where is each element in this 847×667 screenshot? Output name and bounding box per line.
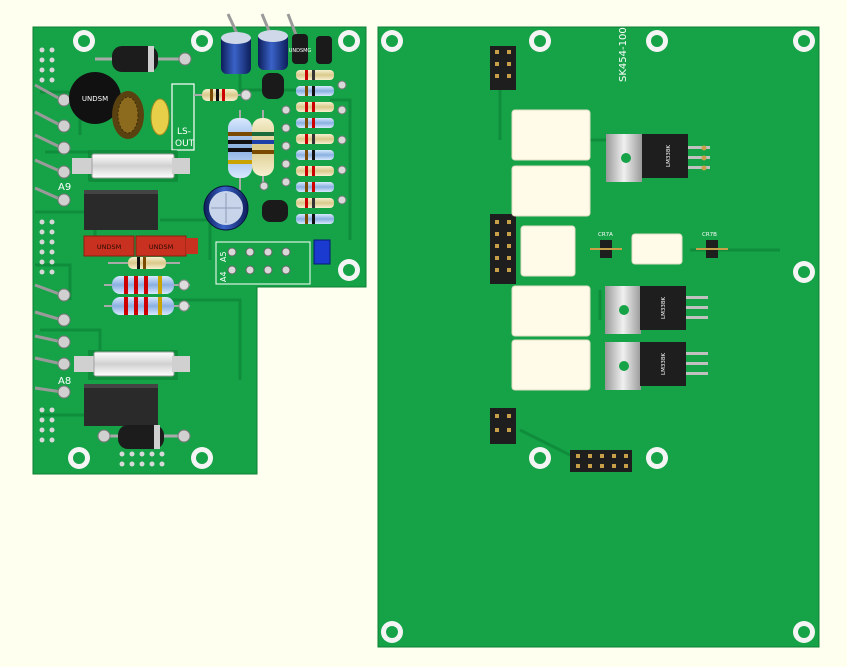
edge-pad-column-top (39, 47, 55, 83)
mounting-hole (381, 621, 403, 643)
relay-k1 (84, 190, 158, 230)
capacitor-c1 (221, 13, 251, 74)
right-board: SK454-100 (377, 26, 820, 648)
a9-label: A9 (58, 182, 71, 193)
ls-out-label-1: LS- (177, 127, 191, 137)
mounting-hole (191, 447, 213, 469)
wire-pin (34, 83, 71, 107)
left-board: UNDSM LS- OUT (32, 13, 367, 475)
resistor-power-1 (228, 110, 252, 190)
transistor-q1 (262, 73, 284, 99)
cr7a-label: CR7A (598, 232, 613, 238)
resistor-r1 (194, 89, 252, 101)
wire-pin (34, 283, 71, 302)
resistor-r2 (108, 257, 180, 269)
pin-header-middle (490, 214, 516, 284)
pin-header-lower (490, 408, 516, 444)
ic3-label: LM338K (661, 353, 667, 375)
trimmer-blue (313, 239, 331, 265)
fuse-f2: A8 (58, 350, 190, 387)
mounting-hole (529, 30, 551, 52)
edge-pad-column-middle (39, 219, 55, 275)
voltage-regulator-3: LM338K (605, 342, 708, 390)
mounting-hole (68, 447, 90, 469)
a4-label: A4 (219, 271, 228, 282)
resistor-power-2 (252, 110, 274, 190)
pad-group-mid (259, 80, 347, 205)
voltage-regulator-1: LM338K (606, 134, 710, 182)
wire-pin (34, 356, 71, 371)
edge-pad-column-bottom (39, 407, 55, 443)
resistor-r3 (104, 276, 190, 294)
thermal-pad (511, 285, 591, 337)
wire-pin (34, 310, 71, 327)
pin-header-bottom (119, 451, 165, 467)
mounting-hole (73, 30, 95, 52)
resistor-bank (296, 70, 334, 224)
pin-header-top (490, 46, 516, 90)
mounting-hole (646, 30, 668, 52)
mounting-hole (338, 30, 360, 52)
wire-pin (34, 110, 71, 133)
diode-bottom (97, 425, 191, 449)
capacitor-c4 (316, 36, 332, 64)
pin-header-bottom-horizontal (570, 450, 632, 472)
relay-k2 (84, 384, 158, 426)
diode-top (95, 46, 192, 72)
capacitor-red-1: UNDSM (83, 235, 135, 257)
a5-label: A5 (219, 251, 228, 262)
mounting-hole (191, 30, 213, 52)
a8-label: A8 (58, 376, 71, 387)
mounting-hole (338, 259, 360, 281)
capacitor-c3: UNDSMG (286, 13, 312, 64)
fuse-f1: A9 (58, 150, 190, 193)
mounting-hole (529, 447, 551, 469)
thermal-pad (511, 109, 591, 161)
part-number-label: SK454-100 (618, 27, 629, 82)
cr7b-label: CR7B (702, 232, 717, 238)
mounting-hole (381, 30, 403, 52)
ic1-label: LM338K (666, 145, 672, 167)
diode-cr7b: CR7B (696, 232, 728, 258)
mounting-hole (793, 30, 815, 52)
wire-pin (34, 133, 71, 155)
cap-top-label: UNDSMG (289, 48, 312, 54)
wire-pin (34, 385, 71, 399)
capacitor-red-2: UNDSM (135, 235, 198, 257)
mounting-hole (793, 261, 815, 283)
coil-label: UNDSM (82, 95, 108, 103)
ic2-label: LM338K (661, 297, 667, 319)
thermal-pad (511, 339, 591, 391)
wire-pin (34, 158, 71, 179)
capacitor-c6 (262, 200, 288, 222)
ls-out-silkscreen: LS- OUT (171, 83, 195, 151)
ls-out-label-2: OUT (175, 139, 195, 149)
mounting-hole (646, 447, 668, 469)
capacitor-c5 (203, 185, 249, 231)
thermal-pad (631, 233, 683, 265)
wire-pin (34, 334, 71, 349)
thermal-pad (511, 165, 591, 217)
connector-a4-a5: A4 A5 (215, 241, 311, 285)
inductor-coil: UNDSM (69, 72, 170, 139)
relay1-label: UNDSM (97, 243, 121, 251)
diode-cr7a: CR7A (590, 232, 622, 258)
wire-pin (34, 186, 71, 207)
relay2-label: UNDSM (149, 243, 173, 251)
thermal-pad (520, 225, 576, 277)
mounting-hole (793, 621, 815, 643)
voltage-regulator-2: LM338K (605, 286, 708, 334)
resistor-r4 (104, 297, 190, 315)
capacitor-c2 (258, 13, 288, 70)
